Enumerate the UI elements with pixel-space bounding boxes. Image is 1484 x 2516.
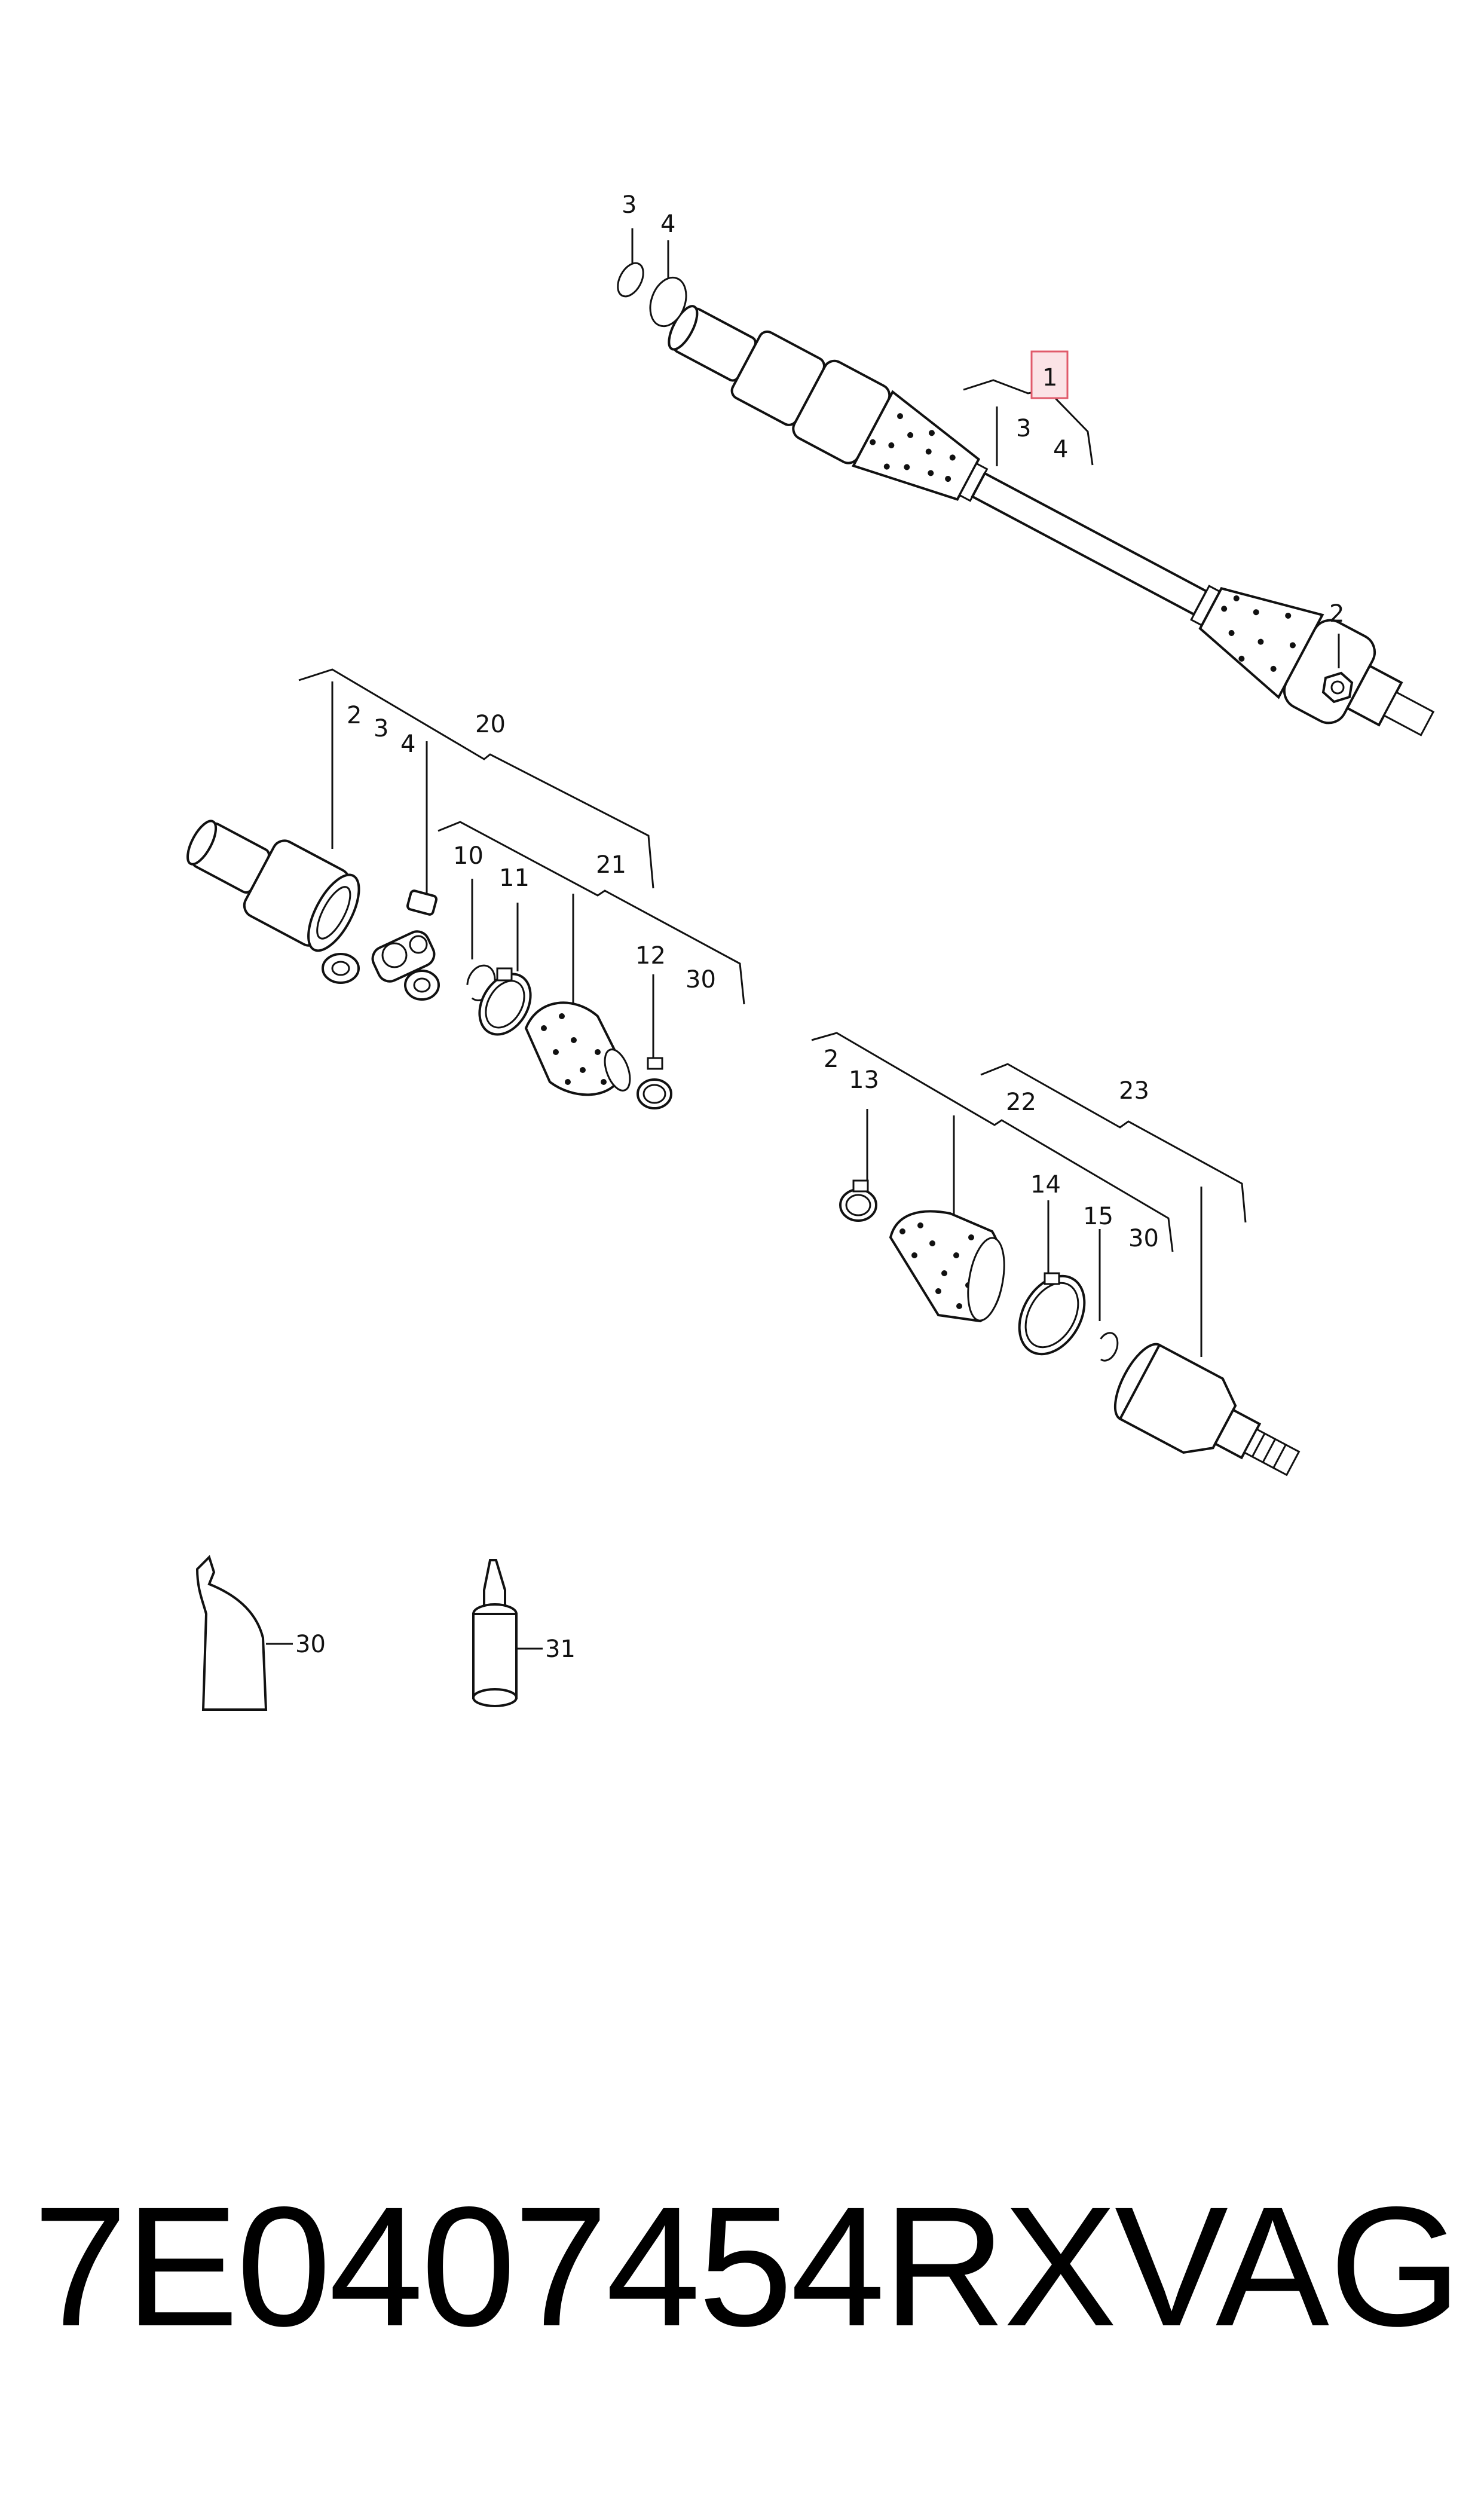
callout-outer-2: 2 [824, 1045, 839, 1073]
callout-outer-22: 22 [1006, 1089, 1036, 1116]
callout-inner-21: 21 [596, 851, 626, 879]
callout-labels: 3 4 1 3 4 2 2 3 4 20 10 11 21 12 30 2 13… [295, 191, 1344, 1663]
outer-joint-kit [811, 1032, 1301, 1476]
callout-outer-13: 13 [849, 1066, 879, 1094]
callout-main-1-3: 3 [1016, 415, 1031, 442]
callout-grease-30: 30 [295, 1631, 326, 1658]
callout-inner-11: 11 [499, 864, 530, 892]
callout-main-4: 4 [660, 210, 675, 238]
callout-outer-23: 23 [1119, 1077, 1149, 1105]
callout-main-1-4: 4 [1053, 436, 1068, 463]
callout-outer-14: 14 [1030, 1171, 1061, 1199]
sealant-bottle-31 [472, 1559, 543, 1707]
callout-inner-30: 30 [686, 966, 716, 993]
callout-inner-20: 20 [475, 711, 506, 738]
o-ring-4 [649, 276, 687, 328]
callout-main-1: 1 [1042, 364, 1057, 392]
callout-outer-30: 30 [1128, 1225, 1159, 1252]
grease-tube-30 [195, 1555, 293, 1711]
circlip-3 [617, 262, 644, 298]
callout-inner-10: 10 [453, 842, 484, 870]
callout-main-3: 3 [622, 191, 637, 219]
drive-shaft-assembly [617, 228, 1435, 736]
callout-outer-15: 15 [1083, 1203, 1113, 1230]
part-number: 7E0407454RX [33, 2172, 1117, 2362]
callout-inner-2: 2 [347, 702, 362, 729]
callout-inner-12: 12 [635, 942, 666, 970]
callout-bottle-31: 31 [545, 1635, 576, 1663]
highlight-box-1 [1030, 350, 1069, 399]
brand-label: VAG [1115, 2172, 1462, 2362]
inner-joint-kit [186, 668, 745, 1109]
callout-inner-4: 4 [400, 730, 415, 758]
callout-inner-3: 3 [374, 715, 388, 742]
callout-main-2: 2 [1329, 600, 1344, 628]
nut-2 [1321, 671, 1354, 704]
